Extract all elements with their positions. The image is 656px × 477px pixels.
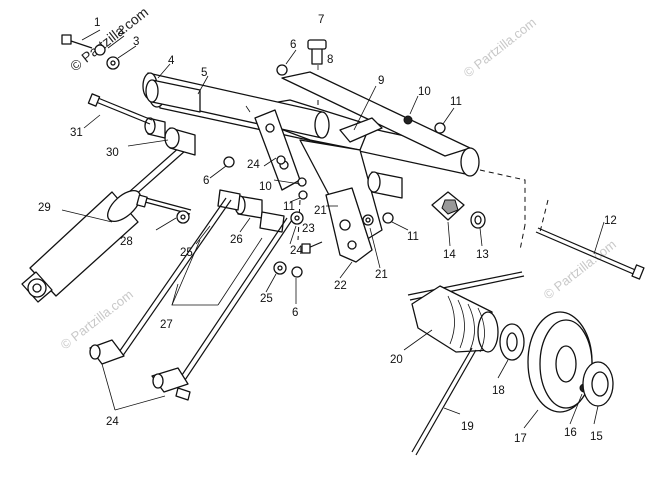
callout-19: 19	[461, 421, 474, 433]
upper-brackets	[307, 39, 383, 143]
callout-6-mid: 6	[203, 175, 209, 187]
torsion-spring	[407, 271, 525, 456]
callout-8: 8	[327, 54, 333, 66]
watermark-mid-left: © Partzilla.com	[58, 287, 136, 353]
bushing-30	[164, 127, 196, 156]
callout-1: 1	[94, 17, 100, 29]
callout-14: 14	[443, 249, 456, 261]
callout-24-right: 24	[290, 245, 303, 257]
callout-labels: 1 2 3 4 5 6 7 8 9 10 11 31 30 6 24 10 11…	[38, 14, 617, 445]
callout-15: 15	[590, 431, 603, 443]
callout-26: 26	[230, 234, 243, 246]
callout-21-upper: 21	[314, 205, 327, 217]
hub-cap	[582, 361, 614, 407]
callout-11-right: 11	[407, 231, 419, 243]
callout-29: 29	[38, 202, 51, 214]
callout-31: 31	[70, 127, 83, 139]
callout-13: 13	[476, 249, 489, 261]
callout-10-mid: 10	[259, 181, 272, 193]
callout-3: 3	[133, 36, 139, 48]
side-plate	[325, 187, 373, 263]
callout-24-mid: 24	[247, 159, 260, 171]
spacer-18	[499, 323, 525, 361]
callout-16: 16	[564, 427, 577, 439]
callout-17: 17	[514, 433, 527, 445]
watermark-top-right: © Partzilla.com	[461, 15, 539, 81]
callout-5: 5	[201, 67, 207, 79]
callout-2: 2	[118, 25, 124, 37]
callout-9: 9	[378, 75, 384, 87]
bushing-4	[144, 117, 166, 139]
adjuster-block	[431, 191, 465, 221]
callout-12: 12	[604, 215, 617, 227]
callout-11-mid: 11	[283, 201, 295, 213]
callout-24-bottom: 24	[106, 416, 119, 428]
callout-30: 30	[106, 147, 119, 159]
callout-4: 4	[168, 55, 175, 67]
shock-absorber	[21, 137, 195, 303]
idler-wheel	[527, 311, 593, 413]
bolts	[61, 34, 645, 280]
callout-6-lower: 6	[292, 307, 298, 319]
callout-25-mid: 25	[180, 247, 193, 259]
callout-22: 22	[334, 280, 347, 292]
callout-18: 18	[492, 385, 505, 397]
callout-27: 27	[160, 319, 173, 331]
link-rods	[89, 197, 293, 401]
callout-28: 28	[120, 236, 133, 248]
leader-lines	[61, 29, 605, 429]
callout-25-lower: 25	[260, 293, 273, 305]
hardware-nuts-washers	[94, 44, 486, 278]
callout-6-top: 6	[290, 39, 296, 51]
cross-shaft-bushings	[217, 171, 403, 233]
pivot-shaft	[145, 79, 201, 113]
callout-11-top: 11	[450, 96, 462, 108]
callout-7: 7	[318, 14, 324, 26]
callout-20: 20	[390, 354, 403, 366]
callout-10-top: 10	[418, 86, 431, 98]
callout-23: 23	[302, 223, 315, 235]
callout-21-lower: 21	[375, 269, 388, 281]
